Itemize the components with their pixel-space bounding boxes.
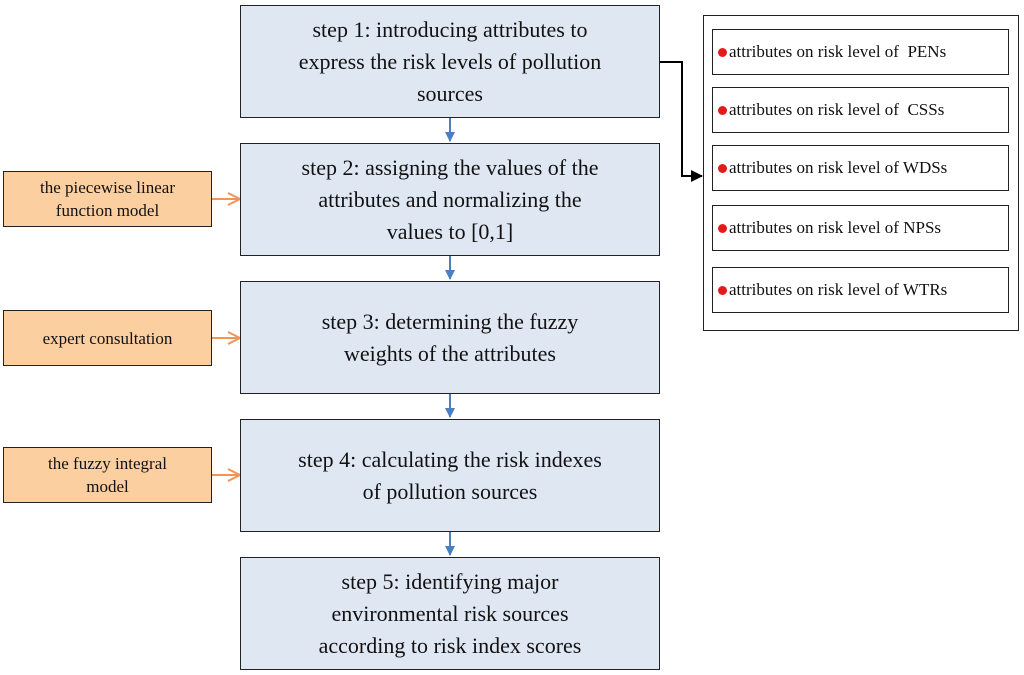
input-fuzzy-integral-model: the fuzzy integral model [3, 447, 212, 503]
attribute-label: attributes on risk level of CSSs [729, 100, 945, 119]
attribute-label: attributes on risk level of PENs [729, 42, 947, 61]
bullet-dot-icon [718, 47, 727, 57]
attributes-panel: attributes on risk level of PENs attribu… [703, 15, 1019, 331]
bullet-dot-icon [718, 163, 727, 173]
step-3-box: step 3: determining the fuzzy weights of… [240, 281, 660, 394]
attribute-item-npss: attributes on risk level of NPSs [712, 205, 1009, 251]
attribute-item-wtrs: attributes on risk level of WTRs [712, 267, 1009, 313]
attribute-item-csss: attributes on risk level of CSSs [712, 87, 1009, 133]
step1-to-attributes-arrow [660, 61, 703, 182]
attribute-label: attributes on risk level of WTRs [729, 280, 948, 299]
bullet-dot-icon [718, 285, 727, 295]
attribute-label: attributes on risk level of WDSs [729, 158, 948, 177]
step-4-box: step 4: calculating the risk indexes of … [240, 419, 660, 532]
attribute-item-wdss: attributes on risk level of WDSs [712, 145, 1009, 191]
input-piecewise-linear-model: the piecewise linear function model [3, 171, 212, 227]
step-5-box: step 5: identifying major environmental … [240, 557, 660, 670]
step-2-box: step 2: assigning the values of the attr… [240, 143, 660, 256]
attribute-label: attributes on risk level of NPSs [729, 218, 942, 237]
input-expert-consultation: expert consultation [3, 310, 212, 366]
step-1-box: step 1: introducing attributes to expres… [240, 5, 660, 118]
bullet-dot-icon [718, 105, 727, 115]
attribute-item-pens: attributes on risk level of PENs [712, 29, 1009, 75]
bullet-dot-icon [718, 223, 727, 233]
